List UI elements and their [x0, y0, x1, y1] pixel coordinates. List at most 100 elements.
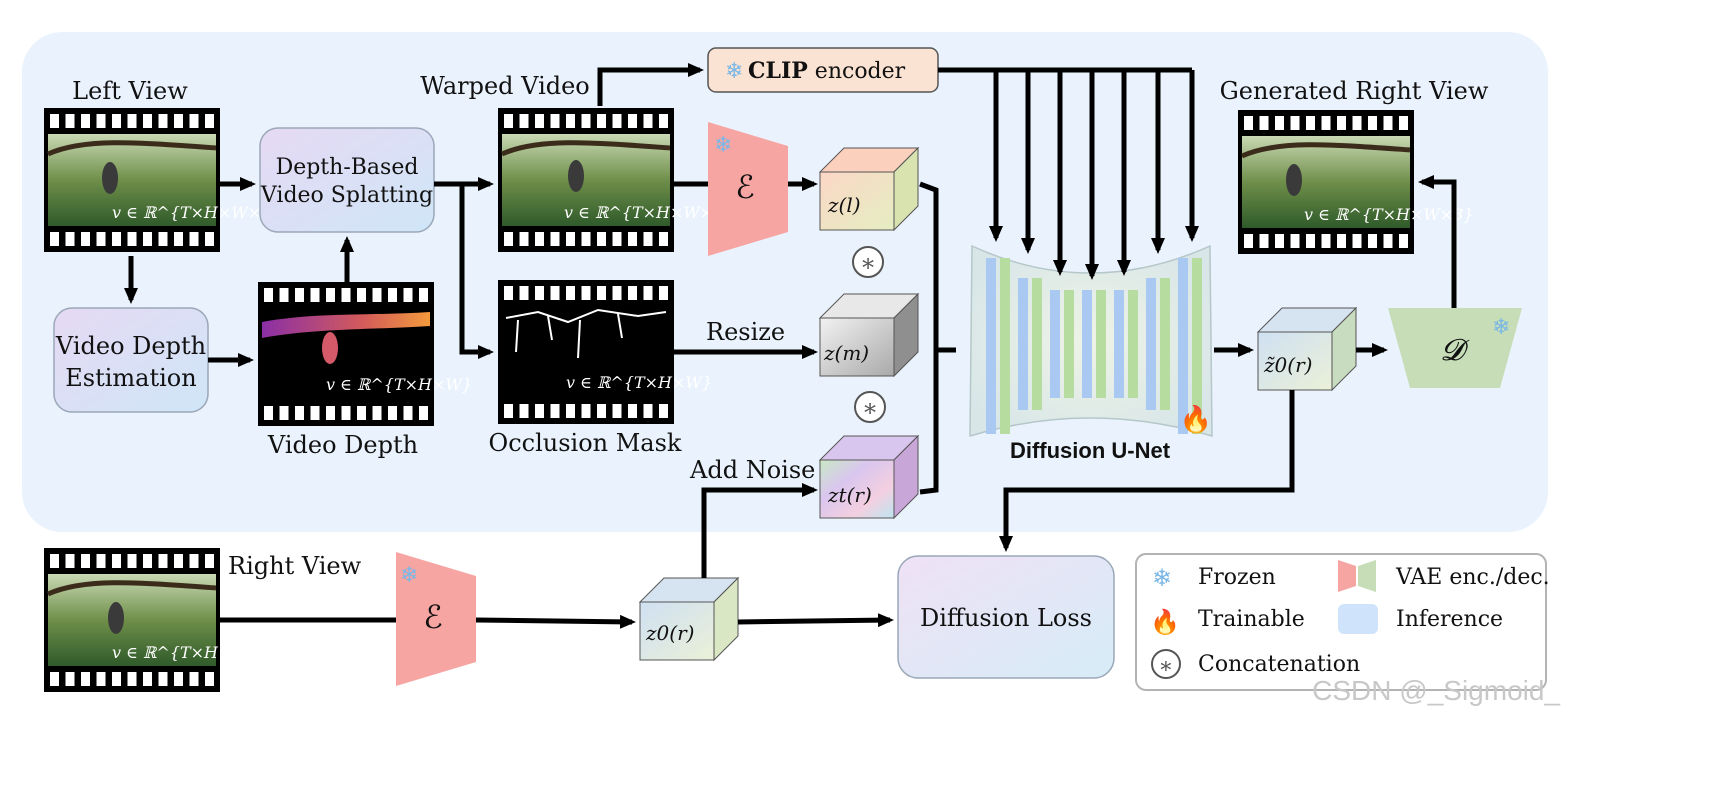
film-sprocket-hole [158, 232, 168, 246]
film-sprocket-hole [341, 406, 351, 420]
film-sprocket-hole [65, 554, 75, 568]
legend-frozen: Frozen [1198, 565, 1276, 590]
film-sprocket-hole [535, 286, 544, 300]
film-sprocket-hole [96, 232, 106, 246]
film-sprocket-hole [326, 406, 335, 420]
film-sprocket-hole [112, 672, 121, 686]
film-sprocket-hole [519, 286, 529, 300]
concat-symbol-1: ∗ [852, 246, 884, 278]
legend-inference-swatch [1338, 604, 1378, 634]
depth-estimation-line1: Video Depth [55, 332, 206, 360]
film-sprocket-hole [127, 114, 137, 128]
clip-encoder-label: CLIP encoder [748, 58, 906, 84]
film-sprocket-hole [310, 288, 320, 302]
film-sprocket-hole [419, 288, 428, 302]
film-sprocket-hole [189, 554, 199, 568]
generated-right-view-film: v ∈ ℝ^{T×H×W×3} [1238, 110, 1474, 254]
film-sprocket-hole [519, 404, 529, 418]
film-sprocket-hole [189, 114, 199, 128]
film-sprocket-hole [81, 114, 90, 128]
film-sprocket-hole [205, 672, 214, 686]
film-sprocket-hole [643, 404, 653, 418]
legend-concatenation: Concatenation [1198, 652, 1360, 677]
warped-video-film: v ∈ ℝ^{T×H×W×3} [498, 108, 734, 252]
film-sprocket-hole [372, 406, 382, 420]
film-sprocket-hole [419, 406, 428, 420]
film-sprocket-hole [581, 232, 591, 246]
film-sprocket-hole [1259, 116, 1269, 130]
film-sprocket-hole [403, 406, 413, 420]
video-splatting-line2: Video Splatting [260, 183, 433, 208]
resize-label: Resize [706, 318, 785, 346]
film-sprocket-hole [295, 288, 304, 302]
film-sprocket-hole [1383, 234, 1393, 248]
film-sprocket-hole [205, 114, 214, 128]
film-sprocket-hole [326, 288, 335, 302]
right-view-title: Right View [228, 552, 362, 580]
film-sprocket-hole [96, 554, 106, 568]
film-sprocket-hole [628, 404, 637, 418]
film-sprocket-hole [628, 232, 637, 246]
film-sprocket-hole [659, 286, 668, 300]
legend-vae-icon [1338, 560, 1376, 592]
film-sprocket-hole [612, 114, 622, 128]
film-sprocket-hole [174, 554, 183, 568]
film-sprocket-hole [566, 404, 575, 418]
film-sprocket-hole [50, 672, 59, 686]
film-sprocket-hole [388, 288, 397, 302]
concat-symbol-2: ∗ [854, 391, 886, 423]
film-sprocket-hole [295, 406, 304, 420]
occlusion-mask-title: Occlusion Mask [489, 429, 682, 457]
film-sprocket-hole [143, 554, 152, 568]
film-sprocket-hole [519, 232, 529, 246]
film-sprocket-hole [174, 232, 183, 246]
film-sprocket-hole [1383, 116, 1393, 130]
depth-estimation-box [53, 307, 209, 413]
film-sprocket-hole [50, 554, 59, 568]
film-sprocket-hole [581, 286, 591, 300]
film-sprocket-hole [504, 232, 513, 246]
film-sprocket-hole [143, 114, 152, 128]
svg-text:∗: ∗ [1159, 654, 1174, 679]
warped-video-math: v ∈ ℝ^{T×H×W×3} [564, 203, 734, 222]
film-sprocket-hole [264, 288, 273, 302]
unet-label: Diffusion U-Net [1010, 438, 1171, 463]
film-sprocket-hole [504, 114, 513, 128]
film-sprocket-hole [1337, 234, 1346, 248]
latent-zm-label: z(m) [823, 341, 869, 365]
left-view-title: Left View [72, 77, 188, 105]
snowflake-icon: ❄ [725, 59, 743, 84]
film-sprocket-hole [535, 232, 544, 246]
latent-zm-cube: z(m) [818, 292, 920, 378]
film-sprocket-hole [597, 114, 606, 128]
add-noise-label: Add Noise [689, 456, 815, 484]
unet-layers [986, 258, 1202, 434]
legend-snowflake-icon: ❄ [1152, 564, 1172, 592]
film-sprocket-hole [612, 286, 622, 300]
film-sprocket-hole [127, 232, 137, 246]
film-sprocket-hole [612, 404, 622, 418]
snowflake-icon: ❄ [400, 563, 418, 588]
film-sprocket-hole [1368, 234, 1377, 248]
film-sprocket-hole [81, 232, 90, 246]
svg-text:∗: ∗ [860, 249, 876, 277]
film-sprocket-hole [597, 232, 606, 246]
film-sprocket-hole [127, 672, 137, 686]
film-sprocket-hole [403, 288, 413, 302]
generated-right-view-math: v ∈ ℝ^{T×H×W×3} [1304, 205, 1474, 224]
latent-zt-label: zt(r) [827, 483, 872, 507]
diffusion-loss-box [897, 555, 1115, 679]
film-sprocket-hole [81, 554, 90, 568]
film-sprocket-hole [1368, 116, 1377, 130]
film-sprocket-hole [65, 672, 75, 686]
depth-estimation-line2: Estimation [65, 364, 196, 392]
film-sprocket-hole [341, 288, 351, 302]
arrows [124, 63, 1457, 629]
film-sprocket-hole [158, 114, 168, 128]
film-sprocket-hole [504, 286, 513, 300]
film-sprocket-hole [372, 288, 382, 302]
film-sprocket-hole [205, 232, 214, 246]
film-sprocket-hole [581, 114, 591, 128]
latent-z0-tilde-cube: z̃0(r) [1256, 306, 1358, 392]
